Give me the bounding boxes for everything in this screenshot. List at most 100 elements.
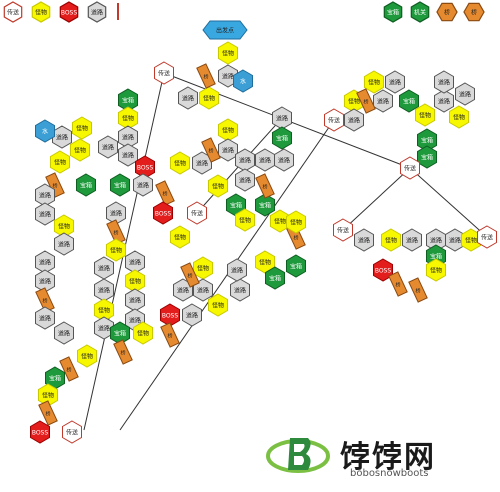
monster-node: 怪物 <box>208 293 228 317</box>
water-node: 水 <box>233 69 253 93</box>
road-node-label: 道路 <box>129 317 141 325</box>
road-node-label: 道路 <box>39 192 51 200</box>
monster-node-label: 怪物 <box>122 115 134 123</box>
road-node-label: 道路 <box>389 79 401 87</box>
road-node: 道路 <box>402 228 422 252</box>
legend-label: 桥 <box>444 9 450 17</box>
bridge-node-label: 桥 <box>187 273 192 280</box>
road-node-label: 道路 <box>39 278 51 286</box>
road-node: 道路 <box>373 89 393 113</box>
monster-node-label: 怪物 <box>203 95 215 103</box>
bridge-node-label: 桥 <box>162 191 167 198</box>
monster-node-label: 怪物 <box>222 50 234 58</box>
monster-node: 怪物 <box>415 103 435 127</box>
legend-monster: 怪物 <box>31 1 51 23</box>
road-node-label: 道路 <box>186 312 198 320</box>
road-node-label: 道路 <box>58 241 70 249</box>
monster-node: 怪物 <box>218 41 238 65</box>
legend-road: 道路 <box>87 1 107 23</box>
road-node: 道路 <box>218 138 238 162</box>
road-node: 道路 <box>218 64 238 88</box>
road-node-label: 道路 <box>377 98 389 106</box>
road-node-label: 道路 <box>234 287 246 295</box>
legend-label: BOSS <box>61 10 78 17</box>
portal-node: 传送 <box>187 201 207 225</box>
map-nodes: 出发点怪物道路怪物道路桥水传送宝箱怪物道路道路怪物道路水怪物道路怪物BOSS宝箱… <box>30 20 497 444</box>
treasure-node-label: 宝箱 <box>49 375 61 383</box>
portal-node: 传送 <box>400 156 420 180</box>
road-node: 道路 <box>434 89 454 113</box>
treasure-node-label: 宝箱 <box>259 202 271 210</box>
monster-node: 怪物 <box>286 210 306 234</box>
road-node-label: 道路 <box>259 157 271 165</box>
portal-link-line <box>342 167 411 231</box>
road-node: 道路 <box>35 306 55 330</box>
monster-node-label: 怪物 <box>129 278 141 286</box>
treasure-node-label: 宝箱 <box>80 182 92 190</box>
road-node-label: 道路 <box>430 237 442 245</box>
monster-node: 怪物 <box>50 150 70 174</box>
road-node-label: 道路 <box>196 160 208 168</box>
treasure-node-label: 宝箱 <box>230 202 242 210</box>
legend-label: 桥 <box>471 9 477 17</box>
road-node-label: 道路 <box>278 157 290 165</box>
monster-node-label: 怪物 <box>81 353 93 361</box>
bridge-node-label: 桥 <box>45 411 50 418</box>
monster-node-label: 怪物 <box>76 125 88 133</box>
monster-node-label: 怪物 <box>368 79 380 87</box>
monster-node-label: 怪物 <box>74 147 86 155</box>
bridge-node: 桥 <box>255 173 275 199</box>
portal-node-label: 传送 <box>481 234 493 242</box>
road-node-label: 道路 <box>449 237 461 245</box>
road-node: 道路 <box>434 70 454 94</box>
monster-node-label: 怪物 <box>385 237 397 245</box>
road-node: 道路 <box>118 143 138 167</box>
monster-node: 怪物 <box>426 258 446 282</box>
road-node-label: 道路 <box>239 177 251 185</box>
monster-node: 怪物 <box>70 138 90 162</box>
portal-node: 传送 <box>154 61 174 85</box>
legend-treasure: 宝箱 <box>383 1 403 23</box>
road-node: 道路 <box>54 321 74 345</box>
boss-node-label: BOSS <box>375 268 392 275</box>
boss-node: BOSS <box>153 201 173 225</box>
bridge-node-label: 桥 <box>66 367 71 374</box>
bridge-node: 桥 <box>59 356 79 382</box>
portal-node-label: 传送 <box>191 210 203 218</box>
portal-node: 传送 <box>333 218 353 242</box>
bridge-node-label: 桥 <box>203 74 208 81</box>
road-node: 道路 <box>52 125 72 149</box>
treasure-node-label: 宝箱 <box>122 97 134 105</box>
treasure-node: 宝箱 <box>110 321 130 345</box>
bridge-node-label: 桥 <box>415 288 420 295</box>
road-node: 道路 <box>94 278 114 302</box>
road-node: 道路 <box>182 303 202 327</box>
monster-node: 怪物 <box>199 86 219 110</box>
monster-node: 怪物 <box>235 208 255 232</box>
boss-node-label: BOSS <box>162 313 179 320</box>
monster-node: 怪物 <box>133 321 153 345</box>
monster-node: 怪物 <box>170 151 190 175</box>
treasure-node: 宝箱 <box>110 173 130 197</box>
portal-node-label: 传送 <box>404 165 416 173</box>
road-node-label: 道路 <box>56 134 68 142</box>
treasure-node-label: 宝箱 <box>114 182 126 190</box>
portal-node: 传送 <box>62 420 82 444</box>
monster-node-label: 怪物 <box>174 234 186 242</box>
monster-node-label: 怪物 <box>58 223 70 231</box>
portal-node-label: 传送 <box>328 117 340 125</box>
treasure-node: 宝箱 <box>399 89 419 113</box>
monster-node-label: 怪物 <box>222 127 234 135</box>
treasure-node-label: 宝箱 <box>403 98 415 106</box>
treasure-node-label: 宝箱 <box>114 330 126 338</box>
road-node-label: 道路 <box>276 115 288 123</box>
boss-node-label: BOSS <box>137 165 154 172</box>
monster-node-label: 怪物 <box>239 217 251 225</box>
treasure-node-label: 宝箱 <box>421 137 433 145</box>
bridge-node-label: 桥 <box>167 333 172 340</box>
monster-node-label: 怪物 <box>212 183 224 191</box>
road-node-label: 道路 <box>231 267 243 275</box>
monster-node: 怪物 <box>381 228 401 252</box>
road-node: 道路 <box>35 202 55 226</box>
